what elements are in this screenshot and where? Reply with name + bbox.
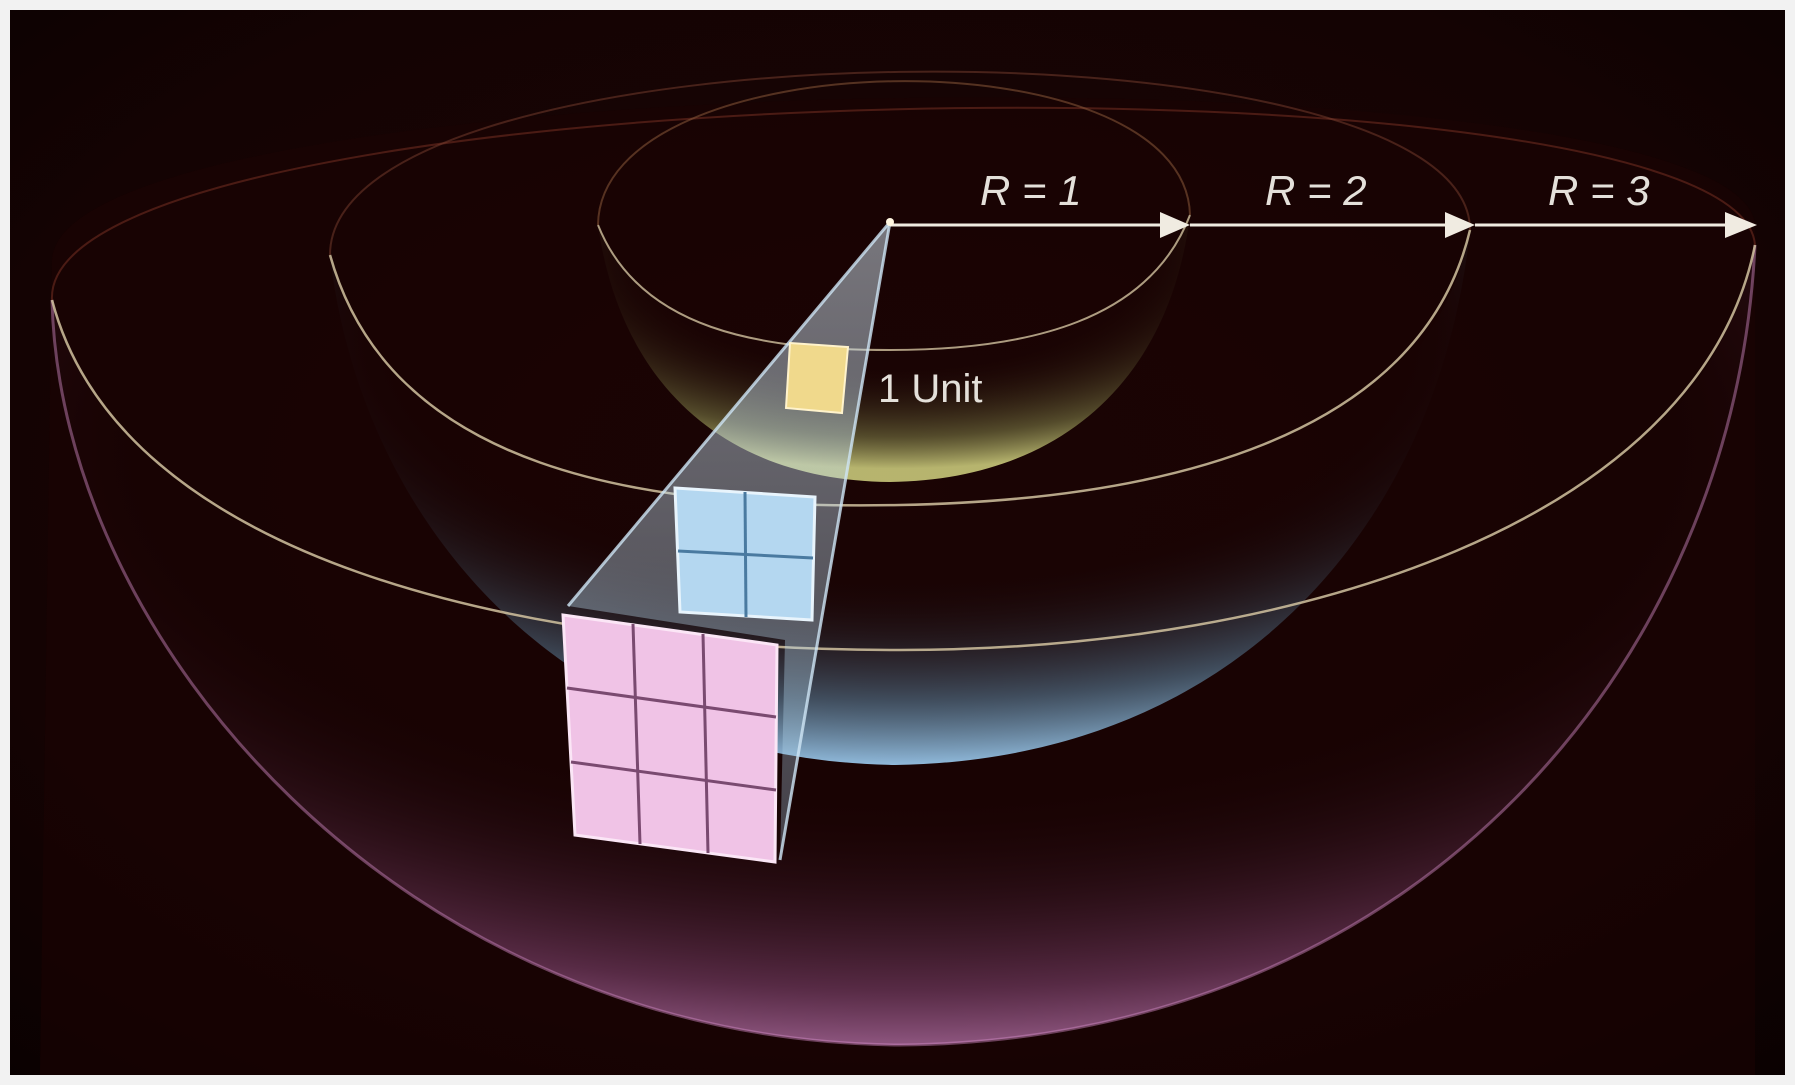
cone-edge-right (778, 221, 892, 861)
cone-edge-left (566, 221, 892, 607)
rim-r2-back (329, 70, 1471, 256)
label-unit: 1 Unit (878, 367, 983, 411)
rim-r3-front (50, 244, 1757, 652)
shell-r3-outline (50, 244, 1757, 1047)
shell-r3 (52, 245, 1755, 1045)
label-r3: R = 3 (1548, 167, 1650, 214)
label-r2: R = 2 (1265, 167, 1367, 214)
rim-r3-back (50, 106, 1756, 301)
unit-square-r1 (784, 341, 850, 415)
grid-r3 (561, 613, 779, 864)
rim-r2-front (328, 229, 1472, 507)
arrow-r2-head (1445, 212, 1475, 238)
grid-r2 (673, 486, 817, 622)
light-source-point (886, 218, 894, 226)
radius-arrows (890, 212, 1757, 238)
label-r1: R = 1 (980, 167, 1082, 214)
rim-r1-back (597, 80, 1191, 226)
rim-r1-front (597, 214, 1191, 352)
arrow-r1-head (1160, 212, 1190, 238)
arrow-r3-head (1725, 212, 1757, 238)
